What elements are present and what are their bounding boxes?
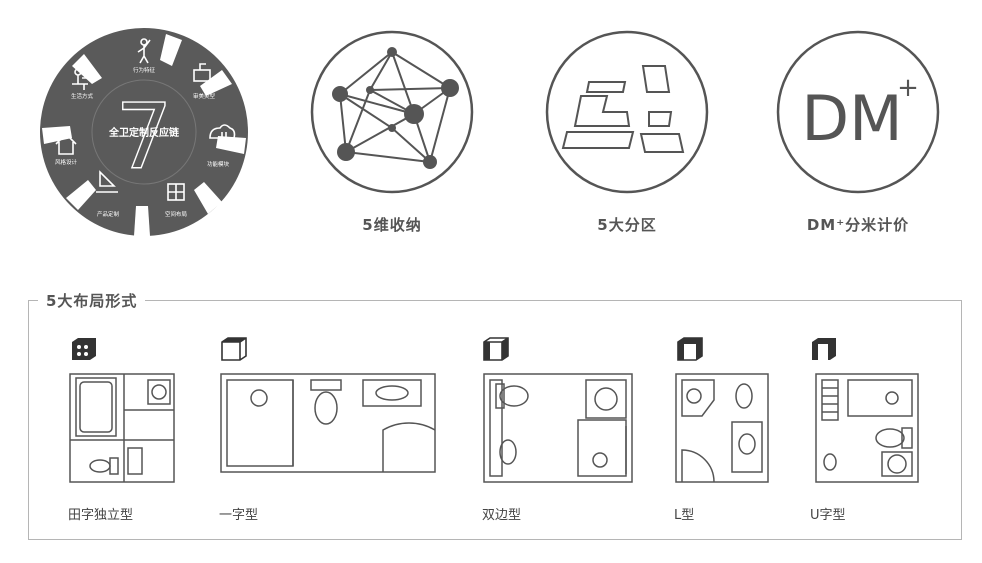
layout-label-two-side: 双边型 [482, 508, 522, 523]
wheel-label-aesthetics: 审美类型 [193, 92, 216, 100]
layout-label-straight: 一字型 [219, 508, 259, 523]
floor-plan-u-shape [815, 373, 919, 483]
wheel-label-behavior: 行为特征 [133, 66, 156, 74]
wheel-arrows [42, 34, 246, 236]
wheel-label-product: 产品定制 [97, 210, 120, 218]
floor-plan-two-side [483, 373, 633, 483]
dm-text: DM [801, 82, 902, 155]
layout-label-l-shape: L型 [674, 508, 695, 523]
wheel-label-space: 空间布局 [165, 210, 187, 218]
reaction-chain-wheel: 行为特征 审美类型 功能模块 空间布局 产品定制 风格设计 生活方式 7 全卫定… [40, 28, 248, 236]
layout-label-u-shape: U字型 [810, 508, 846, 523]
four-dots-cube-icon [72, 338, 96, 360]
desk-lamp-icon [193, 63, 211, 82]
window-grid-icon [167, 183, 185, 201]
person-waving-icon [137, 38, 151, 64]
wheel-label-style: 风格设计 [55, 158, 78, 166]
open-cube-icon [221, 337, 247, 361]
cloud-module-icon [209, 124, 236, 139]
layout-label-grid: 田字独立型 [68, 508, 134, 523]
feature-label-zones: 5大分区 [597, 216, 657, 234]
person-desk-icon [72, 68, 90, 90]
wheel-label-function: 功能模块 [207, 160, 230, 168]
feature-label-pricing: DM⁺分米计价 [806, 216, 910, 234]
dm-plus-icon: DM + [776, 30, 940, 194]
ruler-triangle-icon [96, 170, 118, 193]
zones-planes-icon [545, 30, 709, 194]
dm-plus-sign: + [897, 73, 919, 103]
floor-plan-straight [220, 373, 436, 473]
wheel-number: 7 [115, 85, 172, 190]
house-icon [55, 132, 77, 155]
layouts-section-title: 5大布局形式 [38, 290, 146, 311]
floor-plan-l-shape [675, 373, 769, 483]
l-shape-cube-icon [677, 337, 703, 361]
wheel-center [91, 79, 197, 185]
layouts-frame [28, 300, 962, 540]
wheel-label-lifestyle: 生活方式 [71, 92, 94, 100]
wheel-center-label: 全卫定制反应链 [108, 126, 180, 139]
feature-label-storage: 5维收纳 [362, 216, 422, 234]
floor-plan-grid [69, 373, 175, 483]
u-shape-cube-icon [812, 338, 836, 360]
network-nodes-icon [310, 30, 474, 194]
two-side-cube-icon [483, 337, 509, 361]
